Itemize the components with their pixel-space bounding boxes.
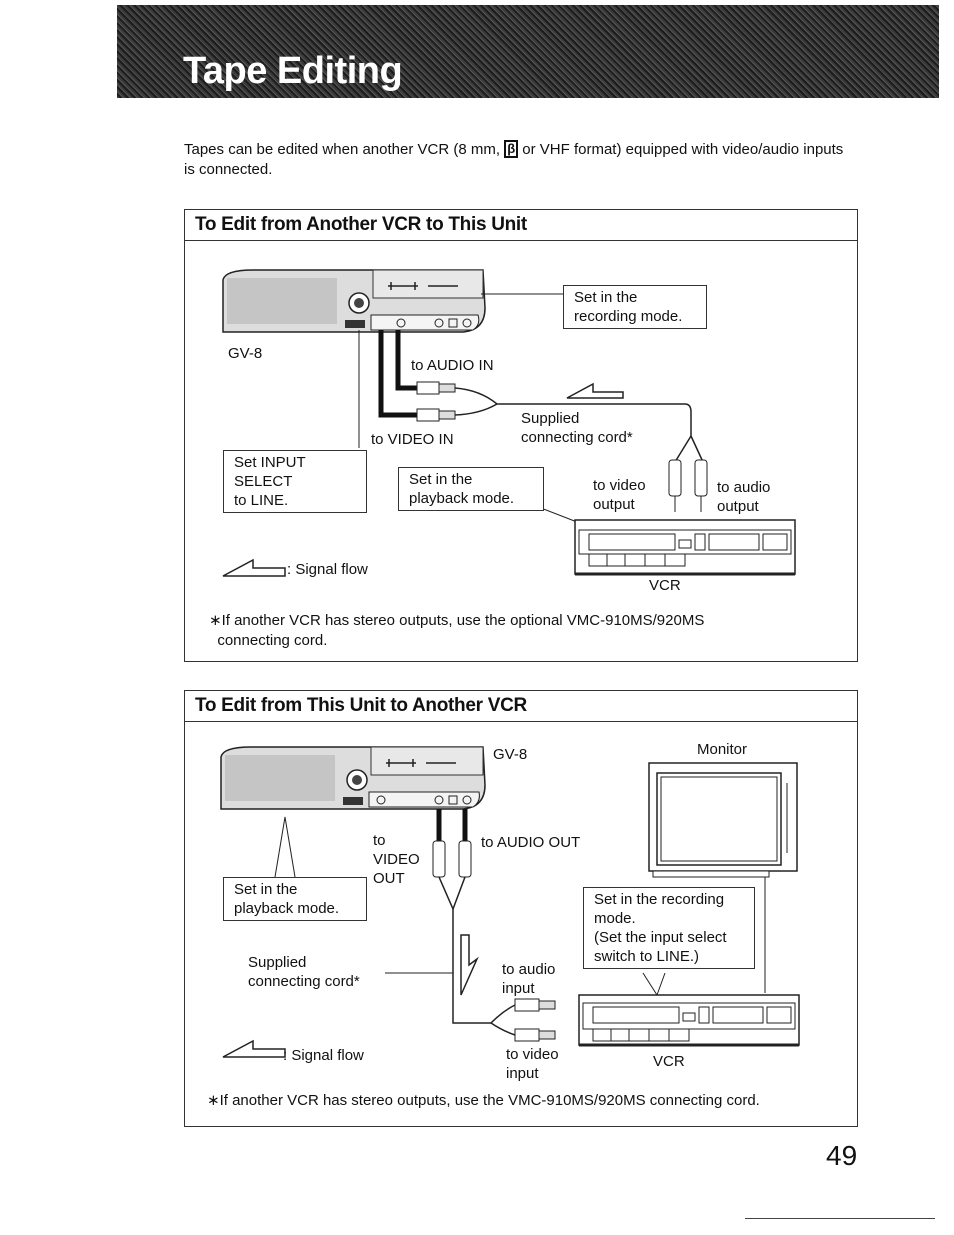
to-video-input-label: to video input [506, 1046, 559, 1082]
section2-footnote: ∗If another VCR has stereo outputs, use … [207, 1092, 760, 1109]
recording-mode-box: Set in the recording mode. (Set the inpu… [583, 887, 755, 969]
section-edit-to-this-unit: To Edit from Another VCR to This Unit [184, 209, 858, 662]
rca-plug-icon [416, 381, 456, 422]
beta-format-icon: β [504, 140, 519, 158]
to-audio-in-label: to AUDIO IN [411, 357, 494, 374]
to-audio-out-label: to AUDIO OUT [481, 834, 581, 851]
intro-after: or VHF format) equipped with video/audio… [184, 141, 844, 178]
to-video-in-label: to VIDEO IN [371, 431, 454, 448]
bottom-rule [745, 1218, 935, 1219]
signal-flow-label: : Signal flow [283, 1047, 364, 1064]
section1-title: To Edit from Another VCR to This Unit [185, 210, 857, 241]
section2-title: To Edit from This Unit to Another VCR [185, 691, 857, 722]
signal-flow-arrow-icon [460, 934, 479, 996]
gv8-label: GV-8 [493, 746, 528, 763]
supplied-cord-label: Supplied connecting cord* [521, 410, 633, 446]
section1-footnote: ∗If another VCR has stereo outputs, use … [209, 612, 705, 649]
intro-text: Tapes can be edited when another VCR (8 … [184, 140, 844, 180]
rca-plug-icon [514, 998, 556, 1042]
monitor-label: Monitor [697, 741, 748, 758]
section-edit-to-another-vcr: To Edit from This Unit to Another VCR [184, 690, 858, 1127]
gv8-device-icon [222, 269, 486, 333]
signal-flow-legend-icon [222, 558, 286, 577]
playback-mode-box: Set in the playback mode. [223, 877, 367, 921]
vcr-deck-icon [578, 994, 800, 1047]
gv8-label: GV-8 [228, 345, 263, 362]
playback-mode-box: Set in the playback mode. [398, 467, 544, 511]
monitor-tv-icon [648, 762, 798, 878]
recording-mode-box: Set in the recording mode. [563, 285, 707, 329]
signal-flow-label: : Signal flow [287, 561, 368, 578]
supplied-cord-label: Supplied connecting cord* [248, 954, 360, 990]
to-video-output-label: to video output [593, 477, 646, 513]
signal-flow-legend-icon [222, 1039, 286, 1058]
to-audio-output-label: to audio output [717, 479, 771, 515]
intro-before: Tapes can be edited when another VCR (8 … [184, 141, 501, 158]
section1-diagram [222, 269, 796, 577]
to-video-out-label: to VIDEO OUT [373, 832, 420, 887]
vcr-deck-icon [574, 519, 796, 576]
vcr-label: VCR [649, 577, 681, 594]
page-number: 49 [826, 1140, 858, 1171]
vcr-label: VCR [653, 1053, 685, 1070]
page-title: Tape Editing [183, 50, 403, 92]
section2-diagram [220, 746, 800, 1058]
set-input-box: Set INPUT SELECT to LINE. [223, 450, 367, 513]
signal-flow-arrow-icon [566, 382, 624, 399]
gv8-device-icon [220, 746, 486, 810]
header-banner: Tape Editing [117, 5, 939, 98]
to-audio-input-label: to audio input [502, 961, 556, 997]
